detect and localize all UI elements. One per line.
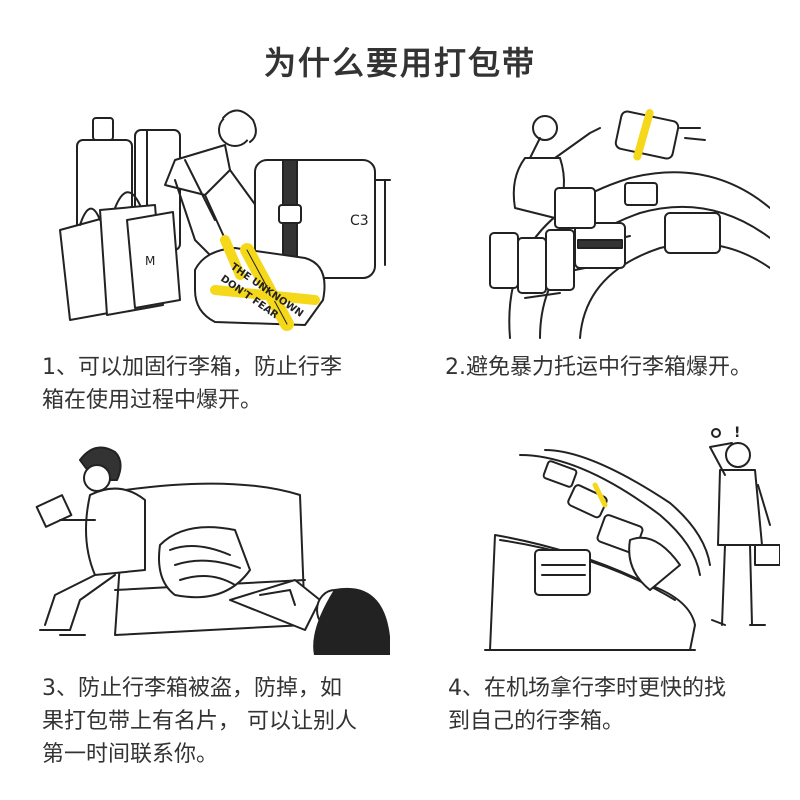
- svg-text:!: !: [734, 425, 740, 441]
- caption-reinforce-suitcase: 1、可以加固行李箱，防止行李 箱在使用过程中爆开。: [42, 351, 407, 417]
- caption-line: 4、在机场拿行李时更快的找: [448, 676, 726, 701]
- illustration-strap-suitcase: M C3 DON'T FEAR THE UNKNOWN: [55, 100, 405, 340]
- caption-theft-prevention: 3、防止行李箱被盗，防掉，如 果打包带上有名片， 可以让别人 第一时间联系你。: [42, 672, 422, 771]
- caption-rough-handling: 2.避免暴力托运中行李箱爆开。: [445, 351, 800, 384]
- illustration-baggage-throw: [470, 98, 770, 343]
- illustration-luggage-theft: [35, 440, 390, 655]
- illustration-baggage-claim: !: [480, 425, 780, 655]
- svg-text:M: M: [145, 254, 155, 268]
- page-title: 为什么要用打包带: [263, 44, 536, 82]
- caption-line: 箱在使用过程中爆开。: [42, 388, 263, 413]
- caption-line: 第一时间联系你。: [42, 742, 219, 767]
- caption-line: 2.避免暴力托运中行李箱爆开。: [445, 355, 752, 380]
- svg-text:C3: C3: [350, 213, 369, 229]
- caption-line: 3、防止行李箱被盗，防掉，如: [42, 676, 342, 701]
- caption-line: 1、可以加固行李箱，防止行李: [42, 355, 342, 380]
- caption-quick-find: 4、在机场拿行李时更快的找 到自己的行李箱。: [448, 672, 793, 738]
- caption-line: 到自己的行李箱。: [448, 709, 625, 734]
- caption-line: 果打包带上有名片， 可以让别人: [42, 709, 357, 734]
